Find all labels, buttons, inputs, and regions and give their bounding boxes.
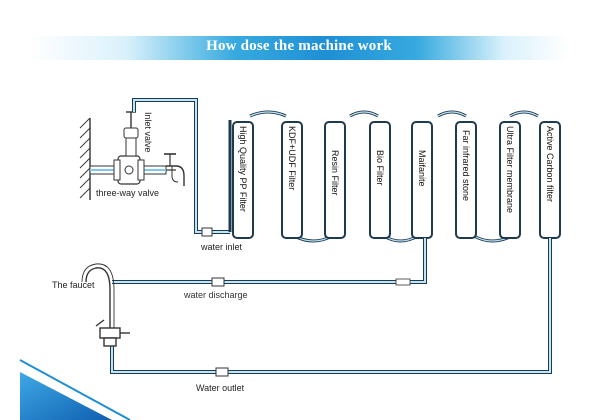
filter-5-label: Maifanite (417, 150, 427, 187)
title-banner: How dose the machine work (30, 36, 568, 60)
outlet-pipe (110, 238, 552, 374)
water-inlet-label: water inlet (200, 242, 243, 252)
water-outlet-label: Water outlet (196, 383, 245, 393)
filter-8: Active Carbon filter (539, 121, 561, 239)
filter-7: Ultra Filter membrane (499, 121, 521, 239)
inlet-valve (123, 111, 139, 157)
three-way-valve (113, 155, 145, 185)
discharge-pipe (112, 238, 427, 284)
filter-7-label: Ultra Filter membrane (505, 126, 515, 213)
filter-2: KDF+UDF Filter (281, 121, 303, 239)
faucet (81, 263, 130, 347)
filter-6: Far infrared stone (455, 121, 477, 239)
water-inlet-fitting (201, 227, 213, 237)
wall (79, 117, 91, 200)
corner-stripe (19, 359, 131, 420)
filter-3: Resin Filter (324, 121, 346, 239)
filter-5: Maifanite (411, 121, 433, 239)
filter-8-label: Active Carbon filter (545, 126, 555, 202)
discharge-connector (395, 278, 411, 286)
outlet-fitting (215, 367, 229, 377)
filter-2-label: KDF+UDF Filter (287, 126, 297, 190)
discharge-fitting (211, 277, 225, 287)
filter-1: High Quality PP Filter (232, 121, 254, 239)
inlet-valve-label: Inlet valve (143, 112, 153, 153)
filter-1-label: High Quality PP Filter (238, 126, 248, 212)
filter-4-label: Bio Filter (375, 150, 385, 186)
valve-tap (164, 153, 185, 186)
faucet-label: The faucet (52, 280, 95, 290)
corner-decoration (20, 372, 112, 420)
filter-3-label: Resin Filter (330, 150, 340, 196)
filter-4: Bio Filter (369, 121, 391, 239)
water-discharge-label: water discharge (183, 290, 248, 300)
page-title: How dose the machine work (206, 38, 392, 54)
filter-6-label: Far infrared stone (461, 130, 471, 201)
three-way-valve-label: three-way valve (96, 188, 159, 198)
